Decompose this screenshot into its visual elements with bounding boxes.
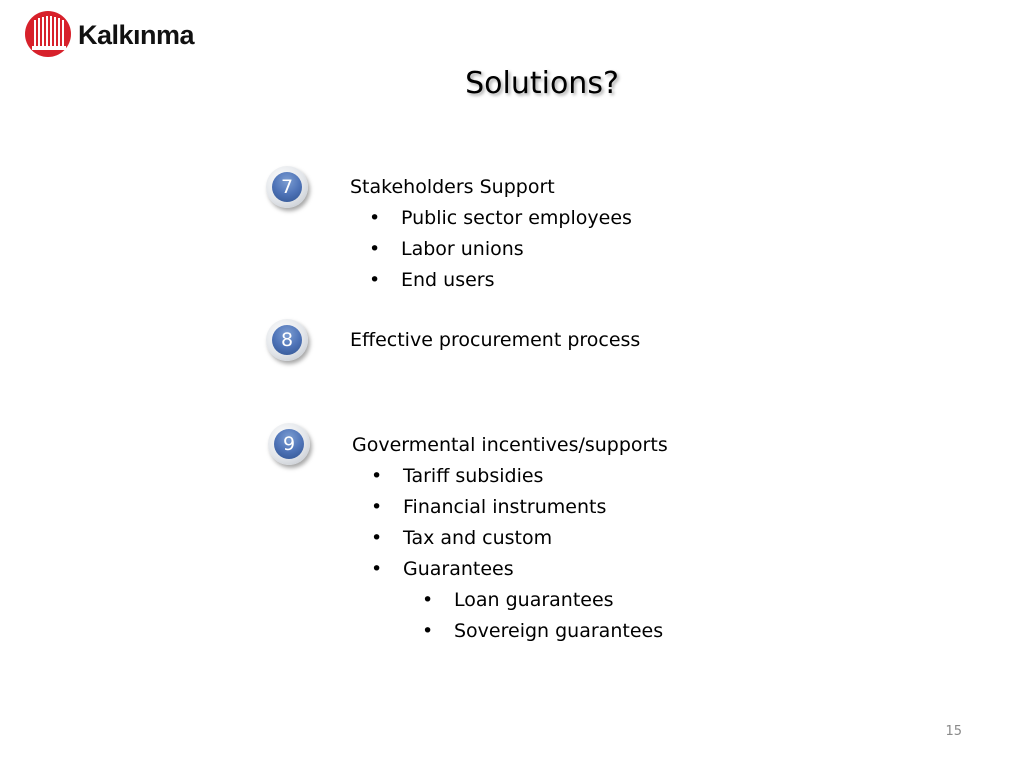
- bullet-item: Tax and custom: [371, 523, 668, 554]
- solution-block-9: Govermental incentives/supports Tariff s…: [352, 430, 668, 647]
- bullet-item-label: Guarantees: [403, 558, 514, 580]
- sub-bullet-item: Sovereign guarantees: [422, 616, 668, 647]
- solution-heading: Govermental incentives/supports: [352, 434, 668, 456]
- brand-name: Kalkınma: [78, 20, 195, 50]
- bullet-item: Labor unions: [369, 234, 632, 265]
- slide-title: Solutions?: [465, 66, 619, 101]
- sub-bullet-item: Loan guarantees: [422, 585, 668, 616]
- solution-heading: Effective procurement process: [350, 329, 641, 351]
- bullet-item: Public sector employees: [369, 203, 632, 234]
- bullet-list: Public sector employees Labor unions End…: [350, 203, 632, 296]
- number-badge-label: 9: [274, 429, 304, 459]
- number-badge-8: 8: [266, 319, 308, 361]
- kalkinma-logo-icon: [25, 11, 71, 57]
- number-badge-9: 9: [268, 423, 310, 465]
- solution-heading: Stakeholders Support: [350, 176, 555, 198]
- bullet-item: Tariff subsidies: [371, 461, 668, 492]
- sub-bullet-list: Loan guarantees Sovereign guarantees: [403, 585, 668, 647]
- number-badge-7: 7: [266, 166, 308, 208]
- bullet-item: End users: [369, 265, 632, 296]
- number-badge-label: 7: [272, 172, 302, 202]
- kalkinma-logo: Kalkınma: [24, 10, 224, 60]
- solution-block-8: Effective procurement process: [350, 325, 640, 356]
- solution-block-7: Stakeholders Support Public sector emplo…: [350, 172, 632, 296]
- bullet-item-guarantees: Guarantees Loan guarantees Sovereign gua…: [371, 554, 668, 647]
- bullet-item: Financial instruments: [371, 492, 668, 523]
- bullet-list: Tariff subsidies Financial instruments T…: [352, 461, 668, 647]
- page-number: 15: [945, 724, 962, 739]
- number-badge-label: 8: [272, 325, 302, 355]
